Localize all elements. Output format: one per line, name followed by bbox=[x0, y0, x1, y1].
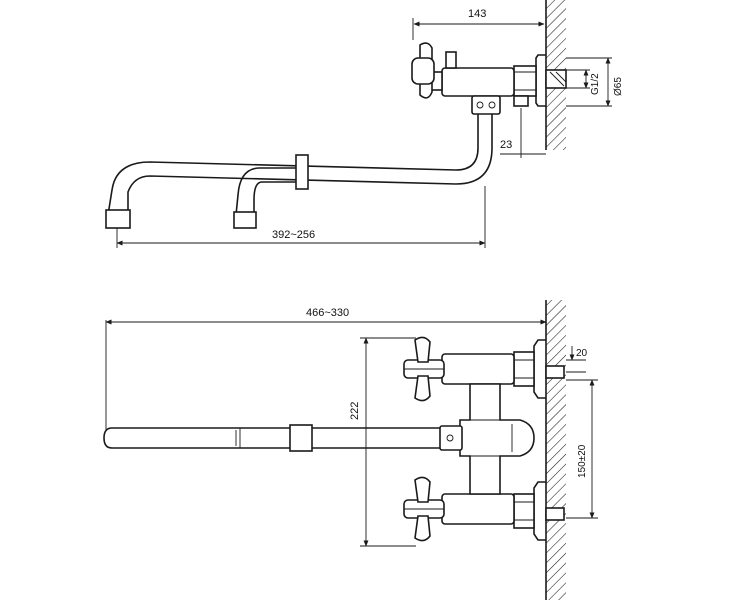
dim-g12-label: G1/2 bbox=[590, 73, 601, 95]
front-view: 466~330 222 20 150±20 bbox=[103, 300, 598, 600]
lower-valve-body bbox=[441, 493, 515, 525]
lower-cross-handle-icon bbox=[403, 476, 445, 542]
dim-65-label: Ø65 bbox=[613, 77, 624, 96]
dim-392-256-label: 392~256 bbox=[272, 229, 315, 241]
spout-pipe-front bbox=[103, 427, 440, 449]
lower-flange bbox=[533, 481, 546, 541]
dim-23-label: 23 bbox=[500, 139, 512, 151]
dim-222-label: 222 bbox=[349, 402, 361, 420]
upper-valve-body bbox=[441, 353, 515, 385]
spout-pipe-top bbox=[107, 114, 479, 216]
valve-body-top bbox=[441, 67, 515, 97]
dim-143-label: 143 bbox=[468, 8, 486, 20]
mixer-body bbox=[459, 383, 535, 495]
cross-handle-icon bbox=[411, 42, 435, 99]
inlet-fitting-top bbox=[535, 54, 546, 107]
spout-nut-top bbox=[471, 95, 501, 115]
spout-collar-top bbox=[295, 154, 309, 190]
top-view: 143 G1/2 Ø65 23 392~256 bbox=[105, 0, 624, 248]
dim-466-330-label: 466~330 bbox=[306, 307, 349, 319]
dim-150-label: 150±20 bbox=[577, 444, 588, 478]
upper-cross-handle-icon bbox=[403, 336, 445, 402]
knurled-collar bbox=[289, 424, 313, 452]
dim-20-label: 20 bbox=[576, 348, 588, 359]
wall-hatch-front bbox=[546, 300, 566, 600]
upper-flange bbox=[533, 339, 546, 399]
